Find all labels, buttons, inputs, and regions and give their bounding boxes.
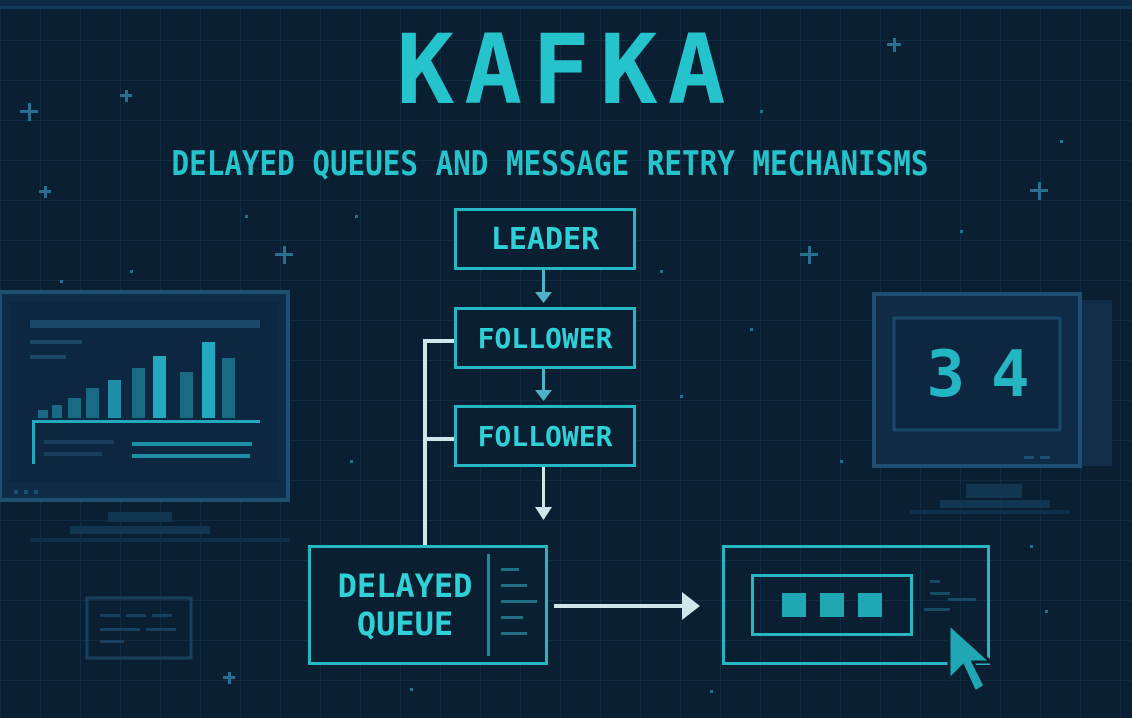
delayed-queue-label: DELAYED QUEUE xyxy=(325,567,485,644)
queue-slot-mark xyxy=(501,632,527,635)
counter-digit-1: 3 xyxy=(926,338,965,412)
monitor-icon xyxy=(0,290,290,542)
queue-slot-mark xyxy=(501,568,519,571)
follower-node-2: FOLLOWER xyxy=(454,405,636,467)
flow-connectors xyxy=(423,270,700,620)
page-title: KAFKA xyxy=(396,14,736,126)
star-icons xyxy=(20,38,1063,693)
retry-slot xyxy=(782,593,806,617)
bar-chart-icon xyxy=(38,342,235,418)
leader-node: LEADER xyxy=(454,208,636,270)
retry-slot xyxy=(820,593,844,617)
page-subtitle: DELAYED QUEUES AND MESSAGE RETRY MECHANI… xyxy=(171,144,929,184)
queue-slot-mark xyxy=(501,616,523,619)
queue-slot-mark xyxy=(501,584,527,587)
counter-monitor-icon xyxy=(872,292,1112,514)
delayed-queue-label-line-1: DELAYED xyxy=(337,566,473,605)
follower-node-1: FOLLOWER xyxy=(454,307,636,369)
cursor-arrow-icon xyxy=(947,620,995,695)
queue-slot-mark xyxy=(501,600,537,603)
retry-slots-icon xyxy=(751,574,913,636)
delayed-queue-node: DELAYED QUEUE xyxy=(308,545,548,665)
delayed-queue-label-line-2: QUEUE xyxy=(356,605,454,643)
panel-icon xyxy=(85,596,193,660)
queue-divider xyxy=(487,554,490,656)
counter-digit-2: 4 xyxy=(991,338,1030,412)
retry-slot xyxy=(858,593,882,617)
counter-display: 3 4 xyxy=(896,320,1060,430)
retry-consumer-box xyxy=(722,545,990,665)
